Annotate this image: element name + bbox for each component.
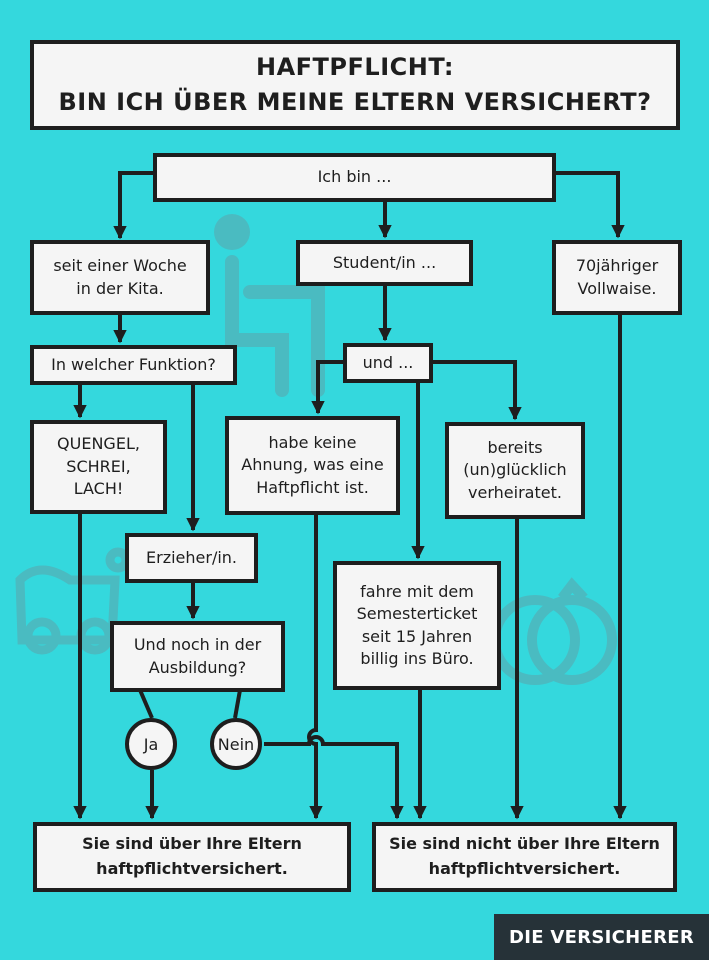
node-erzieher: Erzieher/in. (125, 533, 258, 583)
brand-logo: DIE VERSICHERER (494, 914, 709, 960)
node-vollwaise: 70jähriger Vollwaise. (552, 240, 682, 315)
watermark-rings-icon (490, 577, 617, 685)
result-insured: Sie sind über Ihre Eltern haftpflichtver… (33, 822, 351, 892)
node-quengel: QUENGEL, SCHREI, LACH! (30, 420, 167, 514)
line-ausbildung-ja (138, 689, 154, 719)
node-und: und ... (343, 343, 433, 383)
page-title: HAFTPFLICHT: BIN ICH ÜBER MEINE ELTERN V… (30, 40, 680, 130)
watermark-student-icon (214, 214, 325, 397)
node-ahnung: habe keine Ahnung, was eine Haftpflicht … (225, 416, 400, 515)
arrow-start-vollwaise (555, 171, 625, 239)
node-ausbildung: Und noch in der Ausbildung? (110, 621, 285, 692)
node-funktion: In welcher Funktion? (30, 345, 237, 385)
node-ich-bin: Ich bin ... (153, 153, 556, 202)
arrow-und-ahnung (311, 360, 345, 415)
node-student: Student/in ... (296, 240, 473, 286)
line-ausbildung-nein (233, 689, 242, 719)
arrow-und-verheiratet (430, 360, 522, 421)
node-kita: seit einer Woche in der Kita. (30, 240, 210, 315)
node-ja: Ja (125, 718, 177, 770)
node-verheiratet: bereits (un)glücklich verheiratet. (445, 422, 585, 519)
node-semesterticket: fahre mit dem Semesterticket seit 15 Jah… (333, 561, 501, 690)
result-not-insured: Sie sind nicht über Ihre Eltern haftpfli… (372, 822, 677, 892)
node-nein: Nein (210, 718, 262, 770)
arrow-nein-not-insured (264, 735, 404, 820)
arrow-ahnung-insured (307, 514, 323, 820)
arrow-start-kita (113, 171, 155, 240)
